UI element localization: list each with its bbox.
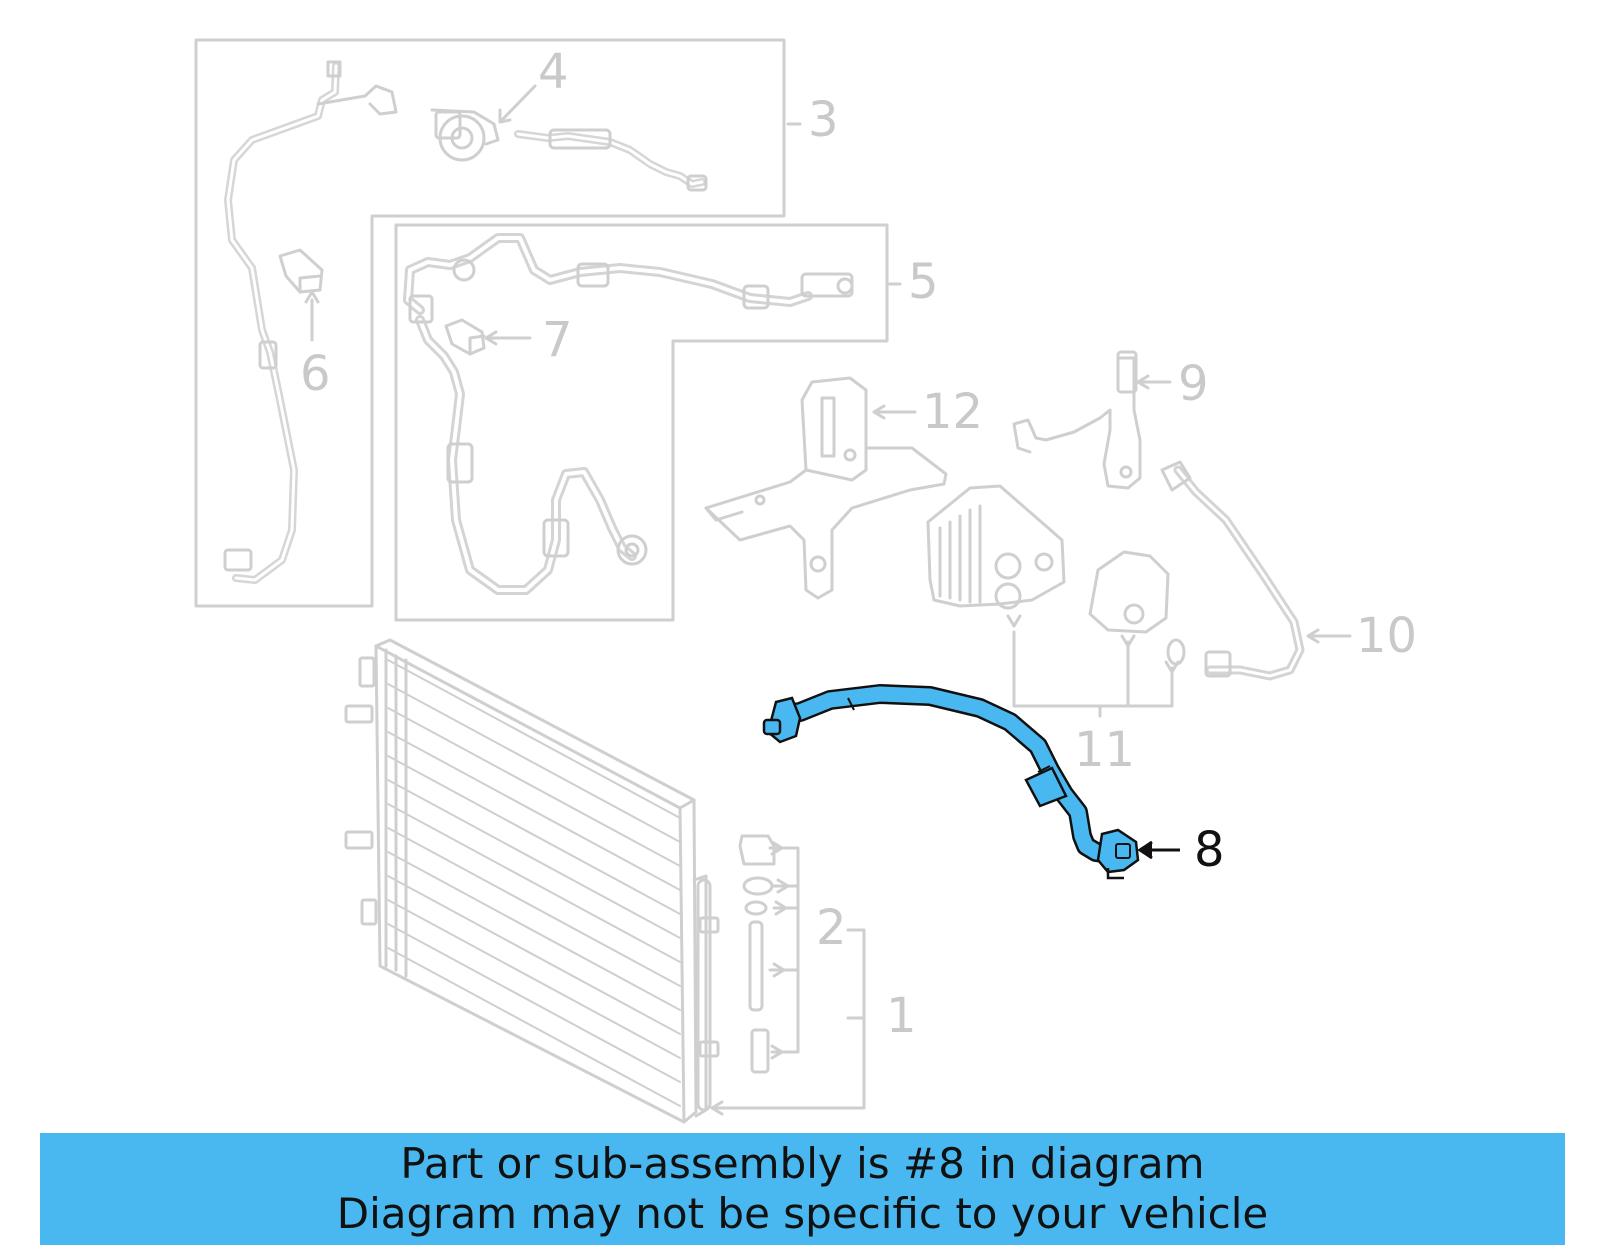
callout-10: 10 — [1356, 608, 1418, 664]
part-12-bracket — [704, 376, 948, 600]
callout-1: 1 — [886, 988, 917, 1044]
banner-line-2: Diagram may not be specific to your vehi… — [336, 1189, 1269, 1238]
callout-12: 12 — [922, 384, 984, 440]
callout-2: 2 — [816, 900, 847, 956]
part-1-condenser — [344, 638, 720, 1124]
callout-6: 6 — [300, 346, 331, 402]
callout-9: 9 — [1178, 356, 1209, 412]
part-5-hose — [403, 233, 854, 595]
callout-3: 3 — [808, 92, 839, 148]
callout-8: 8 — [1194, 822, 1225, 878]
leader-12-head — [872, 404, 886, 420]
info-banner: Part or sub-assembly is #8 in diagram Di… — [40, 1133, 1565, 1245]
part-11-cooler — [926, 484, 1186, 718]
leader-4-head — [498, 108, 512, 124]
leader-6-head — [304, 290, 320, 304]
leader-9-head — [1136, 374, 1150, 390]
leader-7-head — [484, 330, 498, 346]
callout-5: 5 — [908, 254, 939, 310]
leader-4 — [500, 84, 537, 122]
callout-11: 11 — [1074, 722, 1136, 778]
part-4-valve — [430, 108, 500, 162]
part-8-hose-highlighted — [762, 684, 1140, 880]
part-2-fittings — [710, 834, 866, 1116]
leader-10-head — [1306, 628, 1320, 644]
banner-line-1: Part or sub-assembly is #8 in diagram — [400, 1139, 1205, 1188]
group-box-3 — [194, 38, 786, 608]
leader-8 — [1137, 840, 1180, 860]
part-6-sensor — [278, 248, 324, 294]
part-10-hose — [1160, 460, 1305, 681]
group-box-5 — [394, 223, 889, 622]
callout-7: 7 — [542, 312, 573, 368]
part-9-fitting — [1012, 350, 1142, 490]
part-3-hose — [223, 60, 708, 584]
part-7-sensor — [444, 318, 486, 356]
callout-4: 4 — [538, 44, 569, 100]
